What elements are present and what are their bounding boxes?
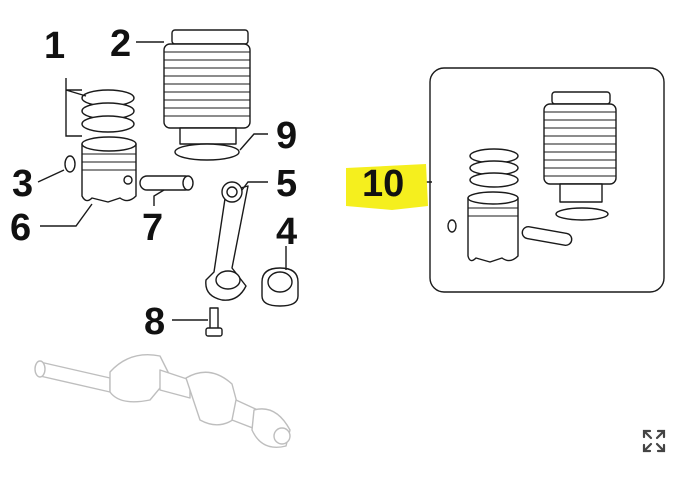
leader-line-9 [239,133,268,151]
piston-pin-part[interactable] [139,175,194,191]
callout-5[interactable]: 5 [276,163,297,205]
leader-line-6 [40,203,93,227]
kit-inset[interactable] [429,67,665,293]
connecting-rod-part[interactable] [205,181,249,301]
callout-8[interactable]: 8 [144,301,165,343]
leader-line-5 [241,181,268,191]
rod-bolt-part[interactable] [205,307,223,337]
callout-6[interactable]: 6 [10,207,31,249]
piston-rings-part[interactable] [81,89,135,133]
bearing-shells-part[interactable] [261,267,299,307]
callout-10-highlight [346,164,428,210]
callout-3[interactable]: 3 [12,163,33,205]
expand-button[interactable] [640,427,668,455]
piston-part[interactable] [81,136,137,203]
callout-7[interactable]: 7 [142,207,163,249]
callout-1[interactable]: 1 [44,25,65,67]
callout-10[interactable]: 10 [362,163,404,205]
callout-9[interactable]: 9 [276,115,297,157]
cylinder-gasket-part[interactable] [174,143,240,161]
circlip-part[interactable] [64,155,76,173]
expand-arrows-icon [642,429,666,453]
callout-4[interactable]: 4 [276,211,297,253]
crankshaft-part [34,354,291,448]
cylinder-part[interactable] [163,29,251,145]
leader-line-1 [65,78,87,137]
leader-line-7 [153,189,165,206]
callout-2[interactable]: 2 [110,23,131,65]
leader-line-3 [37,169,65,183]
